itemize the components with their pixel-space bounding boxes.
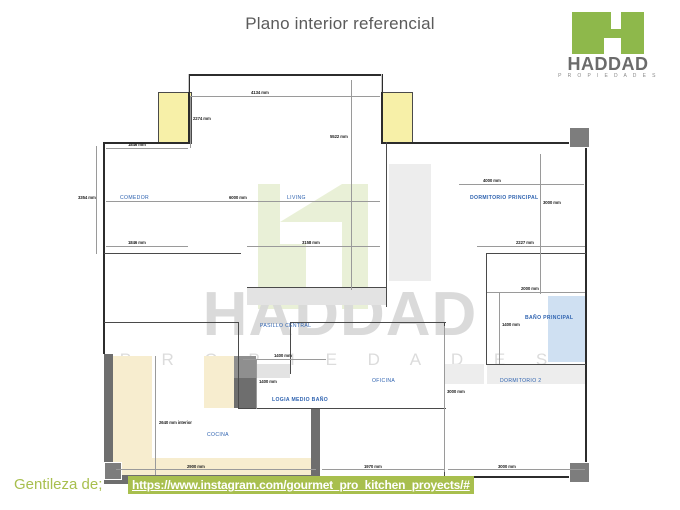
dimension-2640-interior: 2640 mm interior: [159, 420, 192, 425]
cocina-counter-bottom-fill: [104, 458, 320, 475]
room-label-logia-medio-bano: LOGIA MEDIO BAÑO: [272, 397, 329, 403]
room-label-oficina: OFICINA: [372, 378, 396, 384]
footer-credit-bar: Gentileza de; https://www.instagram.com/…: [0, 464, 680, 510]
column-bottom-left: [104, 462, 122, 480]
dimension-1970: 1970 mm: [364, 464, 382, 469]
dimension-3158: 3158 mm: [302, 240, 320, 245]
closet-oficina-fill: [444, 364, 484, 384]
page-title: Plano interior referencial: [245, 14, 435, 33]
logo-wordmark: HADDAD: [567, 54, 649, 74]
room-label-cocina: COCINA: [207, 432, 229, 438]
dimension-3000-dormitorio-principal: 3000 mm: [543, 200, 561, 205]
appliance-block-3: [234, 396, 256, 408]
dimension-3000-dormitorio-2: 3000 mm: [498, 464, 516, 469]
haddad-h-mark-icon: [572, 12, 644, 54]
shaft-upper-right-fill: [389, 164, 431, 281]
dimension-2900: 2900 mm: [187, 464, 205, 469]
closet-bano-fill: [487, 364, 586, 384]
floor-plan-drawing: HADDAD P R O P I E D A D E S: [0, 34, 680, 484]
kitchen-wall-right-thick: [311, 408, 320, 476]
brand-logo: HADDAD P R O P I E D A D E S: [548, 12, 668, 79]
dimension-1846-top: 1846 mm: [128, 142, 146, 147]
dimension-2000: 2000 mm: [521, 286, 539, 291]
dimension-1846-bottom: 1846 mm: [128, 240, 146, 245]
logo-tagline: P R O P I E D A D E S: [558, 73, 658, 79]
room-label-dormitorio-principal: DORMITORIO PRINCIPAL: [470, 195, 539, 201]
cocina-island-fill: [204, 378, 234, 408]
room-label-dormitorio-2: DORMITORIO 2: [500, 378, 542, 384]
dimension-2274: 2274 mm: [193, 116, 211, 121]
room-label-comedor: COMEDOR: [120, 195, 150, 201]
appliance-block-2: [234, 378, 256, 396]
exterior-wall-left-thick: [104, 354, 113, 476]
instagram-url-link[interactable]: https://www.instagram.com/gourmet_pro_ki…: [128, 476, 474, 494]
dimension-4134: 4134 mm: [251, 90, 269, 95]
credit-label: Gentileza de;: [14, 476, 103, 493]
column-top-right: [569, 127, 590, 148]
room-label-bano-principal: BAÑO PRINCIPAL: [525, 315, 574, 321]
dimension-1400-bano: 1400 mm: [502, 322, 520, 327]
cocina-counter-upper-fill: [204, 356, 234, 378]
room-label-pasillo-central: PASILLO CENTRAL: [260, 323, 312, 329]
dimension-1400-a: 1400 mm: [274, 353, 292, 358]
dimension-3354: 3354 mm: [78, 195, 96, 200]
appliance-block-1: [234, 356, 256, 378]
terrace-strip-fill: [247, 287, 387, 305]
dimension-3000-oficina: 3000 mm: [447, 389, 465, 394]
balcony-right-fill: [382, 92, 413, 144]
dimension-4000: 4000 mm: [483, 178, 501, 183]
balcony-left-fill: [158, 92, 192, 144]
dimension-5522: 5522 mm: [330, 134, 348, 139]
dimension-1400-b: 1400 mm: [259, 379, 277, 384]
column-bottom-right: [569, 462, 590, 483]
dimension-6000: 6000 mm: [229, 195, 247, 200]
room-label-living: LIVING: [287, 195, 306, 201]
dimension-2227: 2227 mm: [516, 240, 534, 245]
bano-principal-fill: [548, 296, 587, 362]
